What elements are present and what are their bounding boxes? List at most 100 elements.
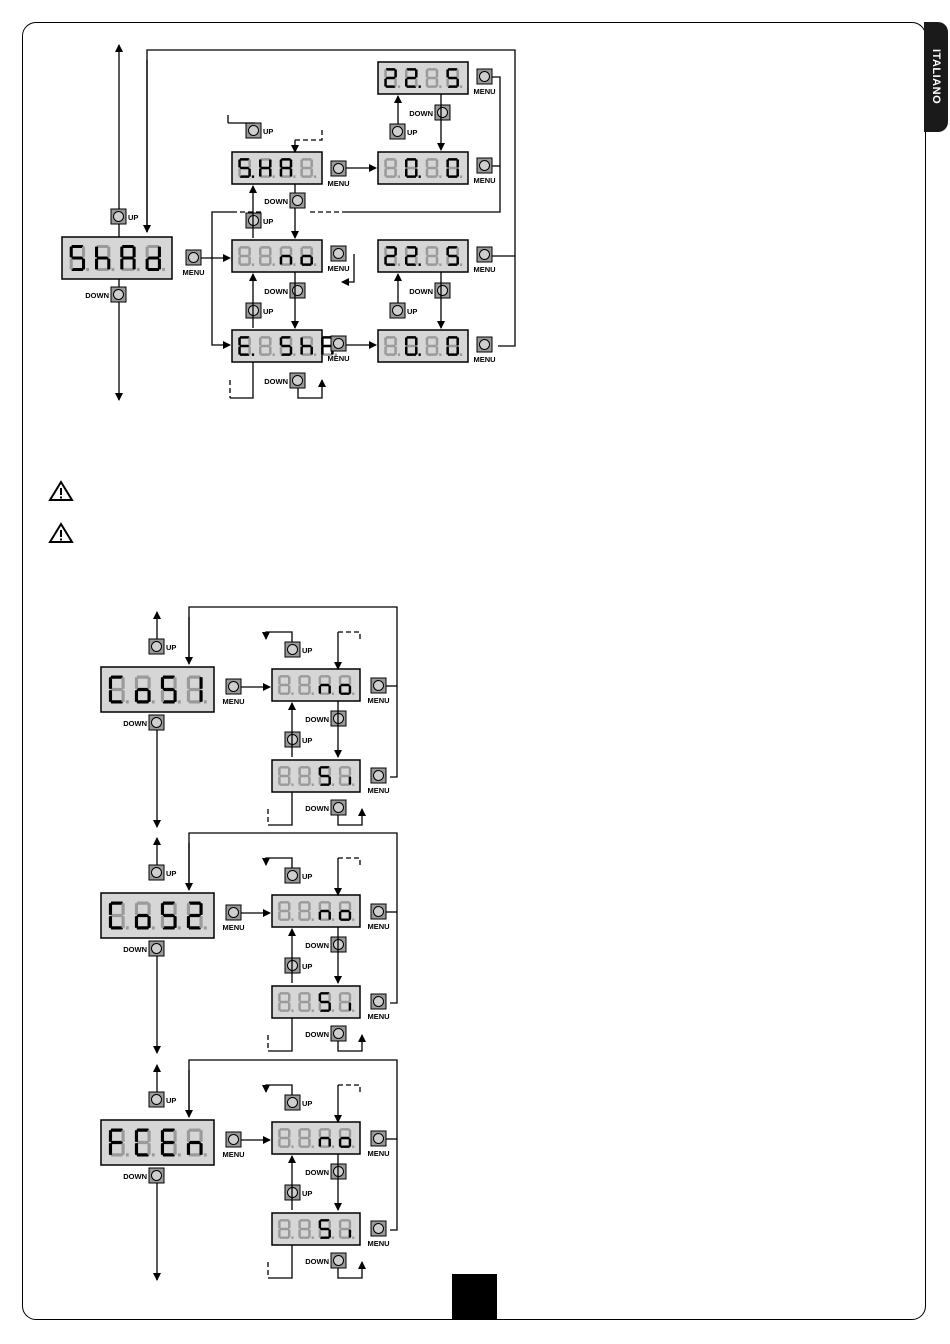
- down-button[interactable]: DOWN: [264, 373, 305, 388]
- display-segment: [310, 247, 313, 255]
- display-segment: [320, 1137, 329, 1139]
- menu-button[interactable]: MENU: [367, 994, 389, 1021]
- display-segment: [240, 255, 250, 258]
- display-segment: [300, 1128, 309, 1130]
- up-button[interactable]: UP: [285, 1185, 312, 1200]
- display-segment: [109, 690, 112, 702]
- menu-button[interactable]: MENU: [367, 904, 389, 931]
- down-button[interactable]: DOWN: [409, 105, 450, 120]
- down-button[interactable]: DOWN: [305, 711, 346, 726]
- up-button[interactable]: UP: [285, 642, 312, 657]
- up-button[interactable]: UP: [149, 639, 176, 654]
- display-segment: [158, 247, 161, 258]
- display-dot: [86, 268, 89, 271]
- menu-button[interactable]: MENU: [327, 336, 349, 363]
- menu-label: MENU: [367, 1012, 389, 1021]
- display-segment: [280, 684, 289, 686]
- up-button[interactable]: UP: [246, 123, 273, 138]
- display-segment: [189, 676, 201, 679]
- up-button[interactable]: UP: [285, 958, 312, 973]
- display-segment: [328, 776, 330, 784]
- menu-button[interactable]: MENU: [367, 678, 389, 705]
- down-button[interactable]: DOWN: [123, 941, 164, 956]
- down-button[interactable]: DOWN: [85, 287, 126, 302]
- menu-button[interactable]: MENU: [222, 679, 244, 706]
- up-button[interactable]: UP: [390, 124, 417, 139]
- display-segment: [280, 1001, 289, 1003]
- display-segment: [446, 347, 449, 355]
- display-segment: [120, 259, 123, 270]
- display-segment: [189, 688, 201, 691]
- up-button[interactable]: UP: [285, 868, 312, 883]
- display-segment: [426, 347, 429, 355]
- down-button[interactable]: DOWN: [123, 1168, 164, 1183]
- down-button[interactable]: DOWN: [264, 193, 305, 208]
- display-segment: [148, 903, 151, 915]
- down-button[interactable]: DOWN: [123, 715, 164, 730]
- display-segment: [320, 918, 329, 920]
- up-button[interactable]: UP: [149, 1092, 176, 1107]
- display-segment: [415, 169, 418, 177]
- display-segment: [328, 902, 330, 910]
- up-button[interactable]: UP: [111, 209, 138, 224]
- display-dot: [332, 783, 334, 785]
- down-label: DOWN: [305, 941, 329, 950]
- up-button[interactable]: UP: [285, 1095, 312, 1110]
- display-segment: [288, 902, 290, 910]
- menu-button[interactable]: MENU: [327, 161, 349, 188]
- display-segment: [405, 169, 408, 177]
- up-button[interactable]: UP: [246, 303, 273, 318]
- seven-segment-display: [272, 760, 360, 792]
- display-segment: [147, 245, 159, 248]
- up-button[interactable]: UP: [149, 865, 176, 880]
- menu-button[interactable]: MENU: [473, 158, 495, 185]
- down-label: DOWN: [123, 945, 147, 954]
- menu-button[interactable]: MENU: [367, 1221, 389, 1248]
- display-segment: [394, 69, 397, 77]
- menu-button[interactable]: MENU: [222, 905, 244, 932]
- display-segment: [147, 268, 159, 271]
- display-segment: [300, 1009, 309, 1011]
- down-button[interactable]: DOWN: [305, 1026, 346, 1041]
- display-segment: [456, 159, 459, 167]
- down-button[interactable]: DOWN: [305, 1253, 346, 1268]
- display-segment: [300, 169, 303, 177]
- down-button[interactable]: DOWN: [264, 283, 305, 298]
- menu-button[interactable]: MENU: [473, 69, 495, 96]
- display-dot: [439, 263, 441, 266]
- display-segment: [122, 677, 125, 689]
- menu-button[interactable]: MENU: [473, 247, 495, 274]
- up-label: UP: [407, 307, 417, 316]
- display-segment: [302, 175, 312, 178]
- display-segment: [199, 677, 202, 689]
- display-segment: [137, 1153, 149, 1156]
- menu-button[interactable]: MENU: [473, 337, 495, 364]
- display-segment: [290, 169, 293, 177]
- menu-button[interactable]: MENU: [222, 1132, 244, 1159]
- display-segment: [384, 257, 387, 265]
- display-segment: [386, 158, 396, 161]
- display-segment: [320, 1228, 329, 1230]
- display-segment: [146, 247, 149, 258]
- display-segment: [394, 257, 397, 265]
- down-button[interactable]: DOWN: [305, 800, 346, 815]
- menu-button[interactable]: MENU: [367, 768, 389, 795]
- display-segment: [426, 159, 429, 167]
- display-segment: [298, 685, 300, 693]
- display-segment: [280, 1009, 289, 1011]
- down-button[interactable]: DOWN: [305, 937, 346, 952]
- display-segment: [340, 1145, 349, 1147]
- display-segment: [456, 69, 459, 77]
- down-button[interactable]: DOWN: [305, 1164, 346, 1179]
- menu-button[interactable]: MENU: [367, 1131, 389, 1158]
- display-segment: [259, 347, 262, 355]
- menu-button[interactable]: MENU: [327, 246, 349, 273]
- down-button[interactable]: DOWN: [409, 283, 450, 298]
- up-button[interactable]: UP: [246, 213, 273, 228]
- display-segment: [148, 916, 151, 928]
- menu-button[interactable]: MENU: [182, 250, 204, 277]
- up-button[interactable]: UP: [390, 303, 417, 318]
- up-button[interactable]: UP: [285, 732, 312, 747]
- display-segment: [456, 257, 459, 265]
- display-segment: [328, 1002, 330, 1010]
